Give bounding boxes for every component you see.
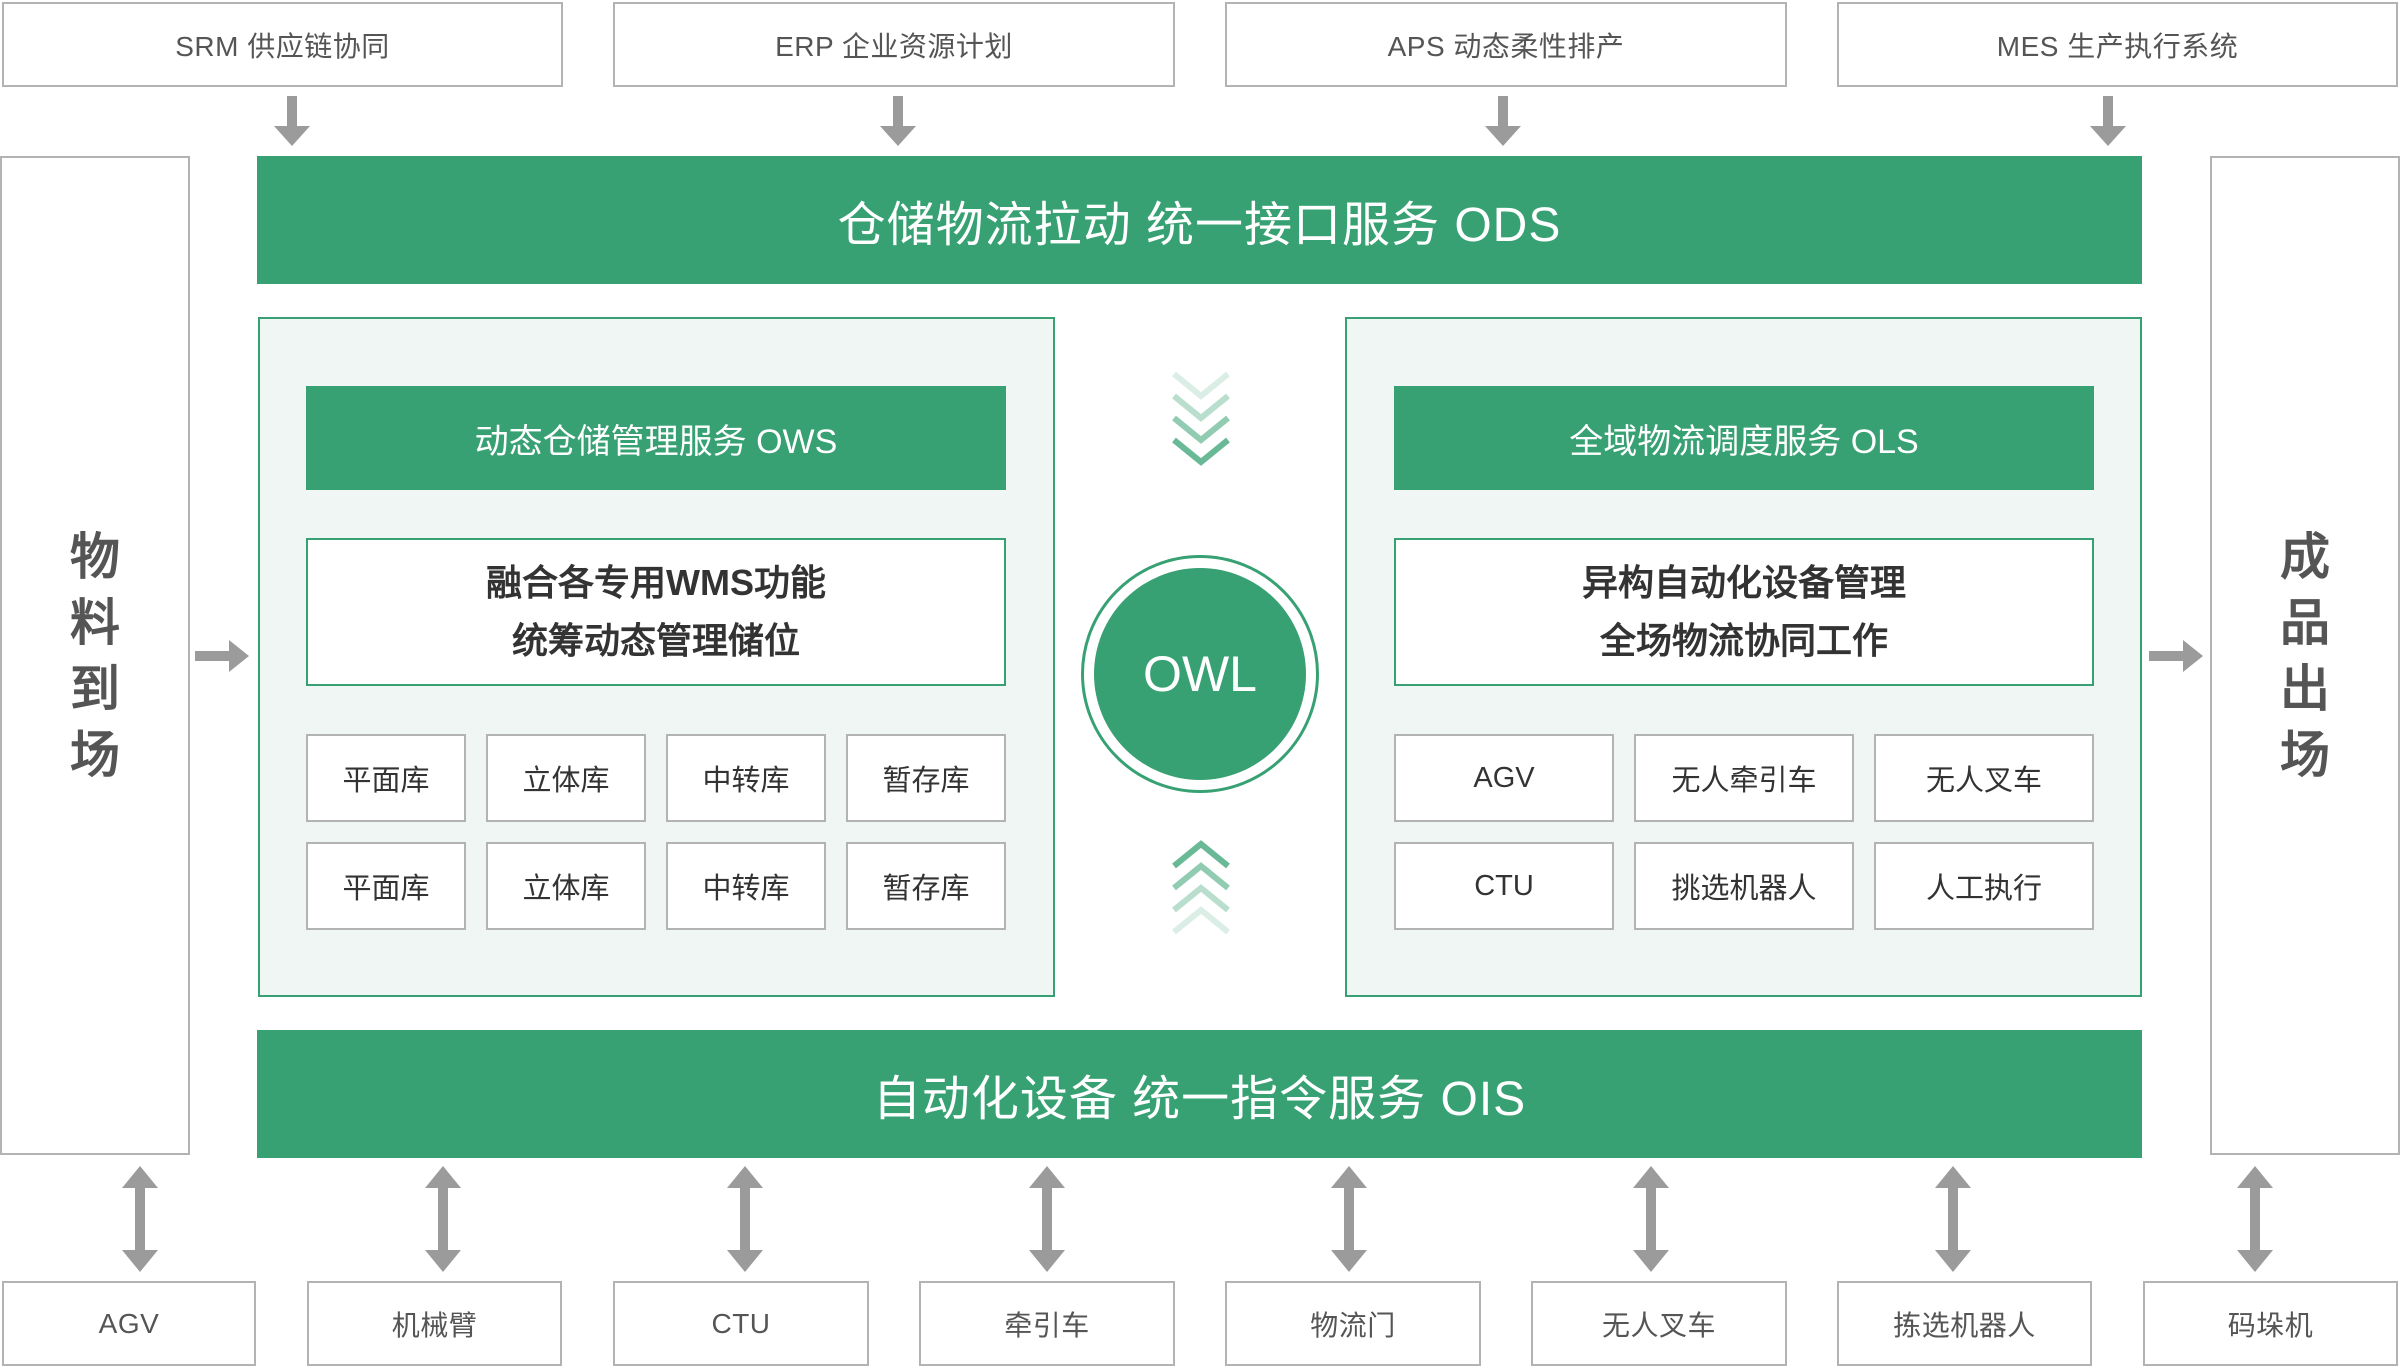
warehouse-cell: 中转库 [666, 734, 826, 822]
arrow-updown-icon [1029, 1166, 1065, 1272]
ods-bar: 仓储物流拉动 统一接口服务 ODS [257, 156, 2142, 284]
ows-header: 动态仓储管理服务 OWS [306, 386, 1006, 490]
warehouse-cell: 暂存库 [846, 842, 1006, 930]
side-char: 场 [70, 726, 120, 783]
side-char: 成 [2280, 528, 2330, 585]
device-palletizer: 码垛机 [2143, 1281, 2398, 1366]
arrow-down-icon [274, 96, 310, 146]
top-system-mes: MES 生产执行系统 [1837, 2, 2398, 87]
equipment-cell: 无人牵引车 [1634, 734, 1854, 822]
device-picking-robot: 拣选机器人 [1837, 1281, 2092, 1366]
arrow-updown-icon [1331, 1166, 1367, 1272]
ols-desc-line: 异构自动化设备管理 [1581, 562, 1906, 603]
ows-desc-line: 融合各专用WMS功能 [486, 562, 826, 603]
equipment-cell: 无人叉车 [1874, 734, 2094, 822]
owl-core: OWL [1094, 568, 1306, 780]
top-system-erp: ERP 企业资源计划 [613, 2, 1175, 87]
arrow-updown-icon [727, 1166, 763, 1272]
ols-header: 全域物流调度服务 OLS [1394, 386, 2094, 490]
warehouse-cell: 平面库 [306, 734, 466, 822]
ows-description: 融合各专用WMS功能 统筹动态管理储位 [306, 538, 1006, 686]
warehouse-cell: 立体库 [486, 842, 646, 930]
arrow-updown-icon [1935, 1166, 1971, 1272]
ows-desc-line: 统筹动态管理储位 [511, 620, 800, 661]
arrow-updown-icon [1633, 1166, 1669, 1272]
arrow-updown-icon [122, 1166, 158, 1272]
warehouse-cell: 中转库 [666, 842, 826, 930]
equipment-cell: 人工执行 [1874, 842, 2094, 930]
device-tractor: 牵引车 [919, 1281, 1175, 1366]
ols-description: 异构自动化设备管理 全场物流协同工作 [1394, 538, 2094, 686]
top-system-aps: APS 动态柔性排产 [1225, 2, 1787, 87]
equipment-cell: CTU [1394, 842, 1614, 930]
arrow-updown-icon [2237, 1166, 2273, 1272]
device-ctu: CTU [613, 1281, 869, 1366]
warehouse-cell: 暂存库 [846, 734, 1006, 822]
arrow-down-icon [1485, 96, 1521, 146]
side-char: 物 [70, 528, 120, 585]
device-agv: AGV [2, 1281, 256, 1366]
equipment-cell: 挑选机器人 [1634, 842, 1854, 930]
side-char: 场 [2280, 726, 2330, 783]
side-char: 出 [2280, 660, 2330, 717]
device-robot-arm: 机械臂 [307, 1281, 562, 1366]
top-system-srm: SRM 供应链协同 [2, 2, 563, 87]
warehouse-cell: 立体库 [486, 734, 646, 822]
arrow-right-icon [2149, 640, 2203, 672]
material-arrival-box: 物 料 到 场 [0, 156, 190, 1155]
arrow-down-icon [2090, 96, 2126, 146]
product-departure-box: 成 品 出 场 [2210, 156, 2400, 1155]
arrow-down-icon [880, 96, 916, 146]
chevrons-up-icon [1172, 840, 1230, 935]
ois-bar: 自动化设备 统一指令服务 OIS [257, 1030, 2142, 1158]
side-char: 品 [2280, 594, 2330, 651]
arrow-right-icon [195, 640, 249, 672]
chevrons-down-icon [1172, 371, 1230, 466]
warehouse-cell: 平面库 [306, 842, 466, 930]
side-char: 到 [70, 660, 120, 717]
device-forklift: 无人叉车 [1531, 1281, 1787, 1366]
device-logistics-door: 物流门 [1225, 1281, 1481, 1366]
ols-desc-line: 全场物流协同工作 [1599, 620, 1888, 661]
equipment-cell: AGV [1394, 734, 1614, 822]
side-char: 料 [70, 594, 120, 651]
arrow-updown-icon [425, 1166, 461, 1272]
